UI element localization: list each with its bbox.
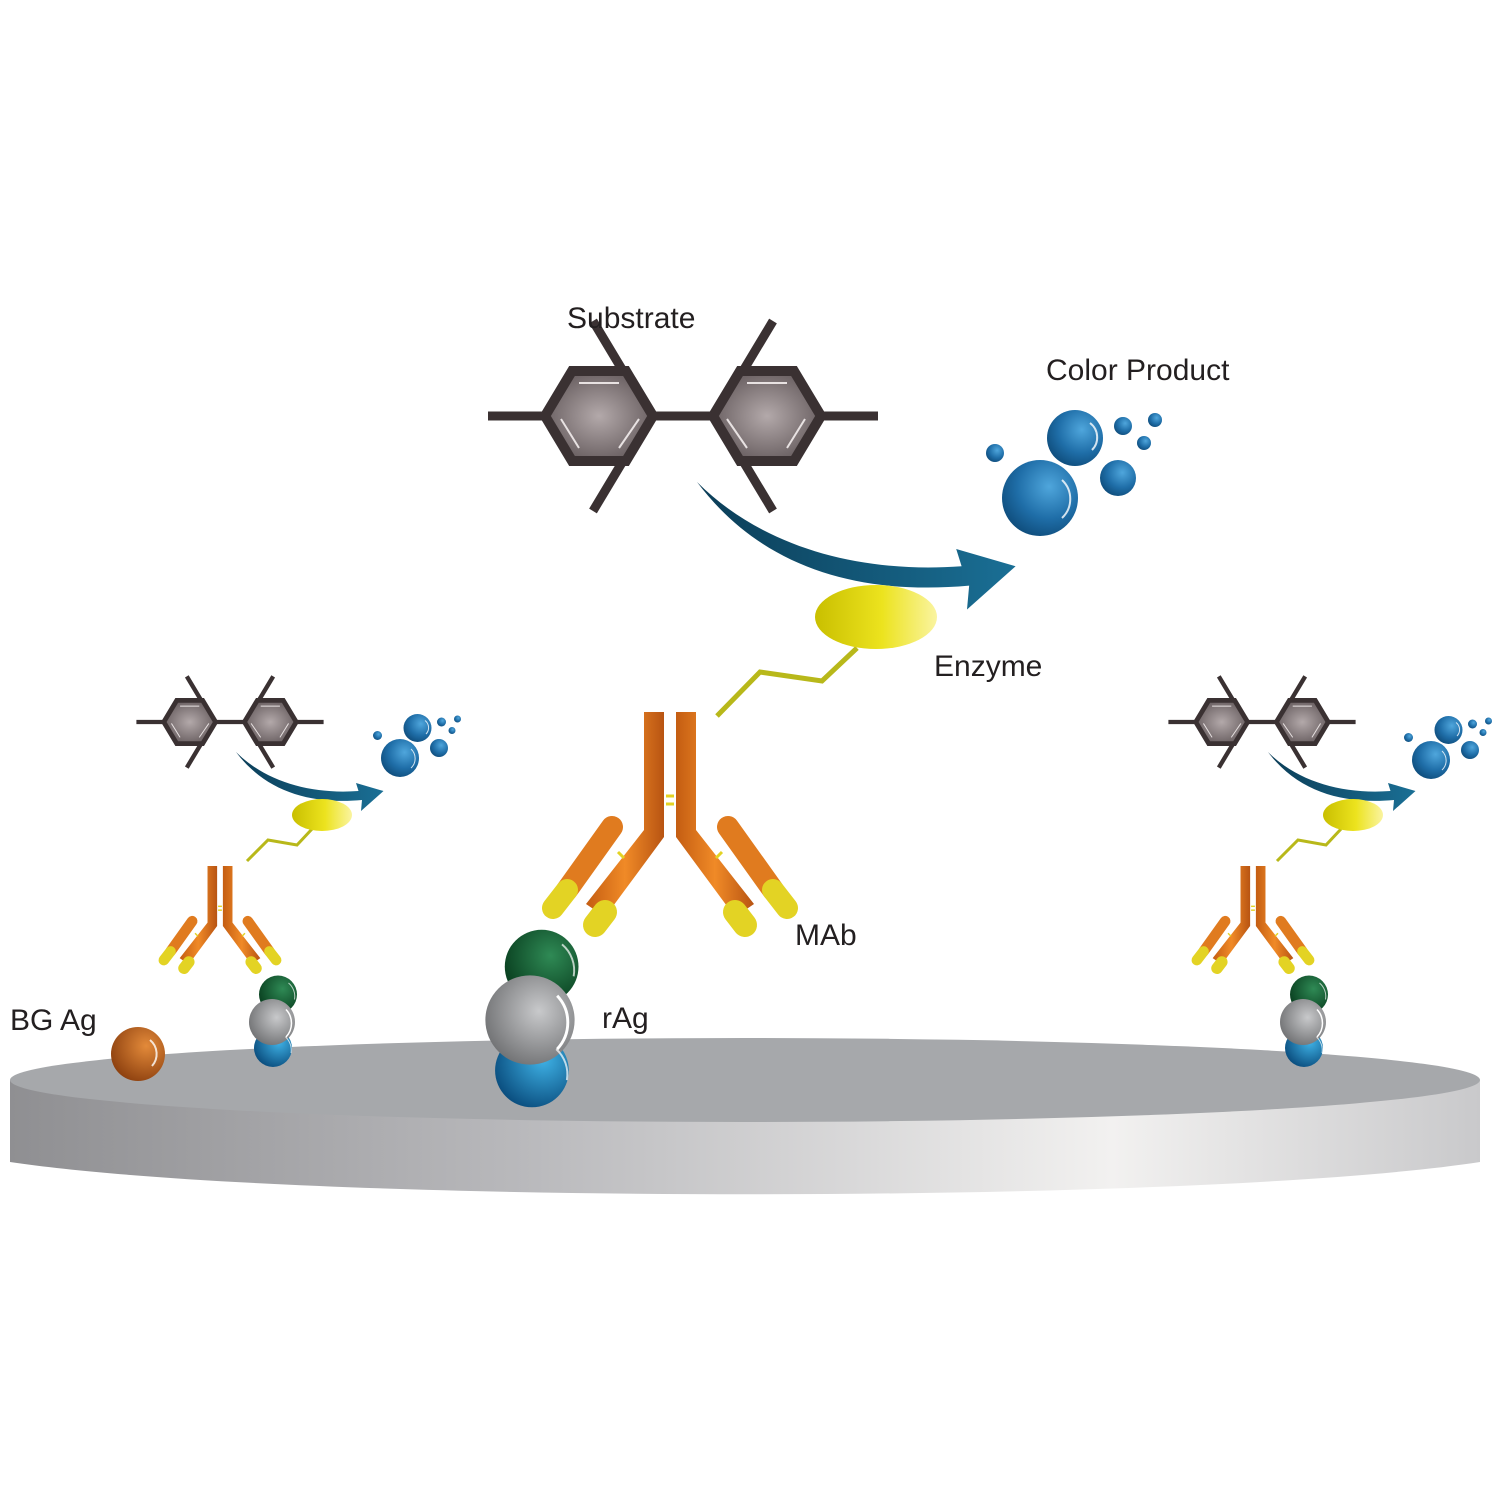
main-enzyme	[715, 585, 937, 718]
left-enzyme	[245, 799, 352, 863]
enzyme-label: Enzyme	[934, 650, 1042, 683]
right-antigen-cluster	[1279, 974, 1329, 1068]
right-color-product-bubbles	[1403, 715, 1493, 780]
bg-ag-label: BG Ag	[10, 1004, 97, 1037]
left-color-product-bubbles	[372, 713, 462, 778]
right-substrate-molecule	[1168, 676, 1355, 767]
plate-disc	[10, 1038, 1480, 1195]
main-substrate-molecule	[488, 321, 878, 511]
main-color-product-bubbles	[985, 409, 1163, 537]
mab-label: MAb	[795, 919, 857, 952]
main-antigen-cluster	[483, 928, 580, 1109]
background-antigen	[111, 1027, 165, 1081]
right-antibody	[1197, 866, 1309, 968]
color-product-label: Color Product	[1046, 354, 1230, 387]
left-antibody	[164, 866, 276, 968]
left-substrate-molecule	[136, 676, 323, 767]
substrate-label: Substrate	[567, 302, 695, 335]
main-antibody	[553, 712, 787, 925]
right-enzyme	[1275, 799, 1383, 863]
left-antigen-cluster	[248, 974, 298, 1068]
rag-label: rAg	[602, 1002, 649, 1035]
